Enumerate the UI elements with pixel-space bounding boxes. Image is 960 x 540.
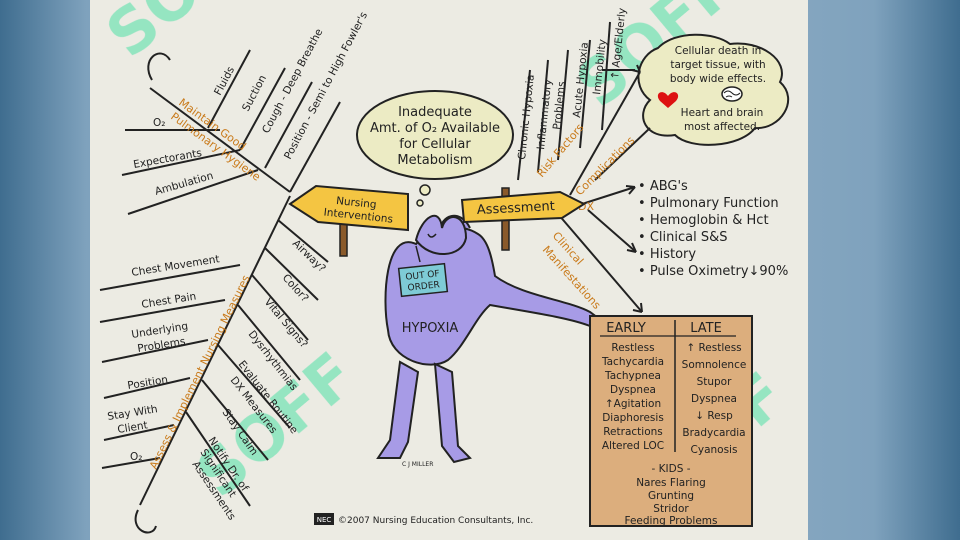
risk-chronic-hypoxia: Chronic Hypoxia — [516, 74, 537, 160]
early-item: Altered LOC — [602, 440, 664, 452]
sign-right-label: Assessment — [476, 199, 555, 218]
bubble-line-4: Metabolism — [397, 153, 472, 168]
kids-item: Stridor — [653, 503, 689, 515]
dx-item-history: • History — [638, 247, 696, 262]
late-item: Bradycardia — [682, 427, 745, 439]
early-item: Tachycardia — [601, 356, 664, 368]
rib-o2-upper: O₂ — [153, 117, 165, 129]
risk-factor-lines — [517, 21, 651, 196]
dx-item-hemoglobin: • Hemoglobin & Hct — [638, 213, 769, 228]
artist-signature: C J MILLER — [402, 461, 433, 468]
cloud-line-1: Cellular death in — [675, 45, 762, 57]
kids-item: Grunting — [648, 490, 694, 502]
risk-inflammatory: Inflammatory — [535, 79, 554, 151]
bubble-line-1: Inadequate — [398, 105, 472, 120]
hypoxia-figure: OUT OF ORDER HYPOXIA C J MILLER — [376, 214, 600, 468]
footer: NEC ©2007 Nursing Education Consultants,… — [314, 513, 533, 526]
left-lower-lines — [99, 195, 329, 534]
bubble-line-3: for Cellular — [399, 137, 471, 152]
heart-icon — [657, 92, 679, 108]
late-header: LATE — [690, 321, 722, 336]
badge-line-2: ORDER — [407, 280, 440, 293]
dx-item-clinical-ss: • Clinical S&S — [638, 230, 727, 245]
nec-logo — [314, 513, 334, 525]
rib-client: Client — [117, 419, 149, 436]
rib-ambulation: Ambulation — [154, 170, 215, 198]
rib-chest-pain: Chest Pain — [141, 290, 197, 310]
dx-lines — [557, 185, 643, 313]
nursing-interventions-sign: Nursing Interventions — [288, 184, 409, 232]
rib-expectorants: Expectorants — [132, 147, 202, 171]
kids-item: Nares Flaring — [636, 477, 706, 489]
early-item: Tachypnea — [604, 370, 661, 382]
hypoxia-label: HYPOXIA — [402, 321, 459, 336]
early-item: ↑Agitation — [605, 398, 661, 410]
left-upper-lines — [121, 49, 341, 215]
late-item: Stupor — [697, 376, 733, 388]
dx-item-pulmonary: • Pulmonary Function — [638, 196, 779, 211]
spoke-suction: Suction — [240, 73, 269, 113]
clinical-manifestations-box: EARLY LATE Restless Tachycardia Tachypne… — [589, 315, 753, 527]
late-item: ↑ Restless — [686, 342, 741, 354]
early-item: Diaphoresis — [602, 412, 664, 424]
cloud: Cellular death in target tissue, with bo… — [637, 33, 790, 146]
risk-immobility: Immobility — [591, 39, 609, 96]
cloud-line-2: target tissue, with — [670, 59, 765, 71]
copyright-text: ©2007 Nursing Education Consultants, Inc… — [338, 516, 533, 526]
out-of-order-badge — [397, 262, 449, 298]
late-item: Cyanosis — [691, 444, 738, 456]
early-item: Retractions — [603, 426, 663, 438]
early-item: Restless — [611, 342, 654, 354]
slide: SOFF SOFF SOFF SOFF Fluids Suction Cough… — [90, 0, 808, 540]
nec-logo-text: NEC — [317, 516, 332, 524]
sign-left-line-1: Nursing — [336, 195, 378, 211]
late-item: ↓ Resp — [695, 410, 733, 422]
early-item: Dyspnea — [610, 384, 656, 396]
hypoxia-diagram: SOFF SOFF SOFF SOFF Fluids Suction Cough… — [93, 0, 799, 534]
brain-icon — [721, 86, 743, 102]
rib-position: Position — [127, 374, 169, 392]
kids-item: Feeding Problems — [624, 515, 717, 527]
rib-stay-with: Stay With — [107, 403, 159, 423]
risk-problems: Problems — [551, 81, 568, 130]
assessment-sign: Assessment — [460, 190, 587, 224]
bubble-line-2: Amt. of O₂ Available — [370, 121, 500, 136]
early-header: EARLY — [606, 321, 646, 336]
speech-bubble: Inadequate Amt. of O₂ Available for Cell… — [356, 90, 514, 207]
late-item: Dyspnea — [691, 393, 737, 405]
late-item: Somnolence — [682, 359, 747, 371]
badge-line-1: OUT OF — [405, 269, 440, 283]
cloud-line-5: most affected. — [684, 121, 760, 133]
rib-o2-lower: O₂ — [130, 451, 142, 463]
cloud-line-3: body wide effects. — [670, 73, 766, 85]
watermark-1: SOFF — [93, 0, 279, 71]
dx-item-abgs: • ABG's — [638, 179, 688, 194]
cloud-line-4: Heart and brain — [681, 107, 764, 119]
dx-item-pulse-ox: • Pulse Oximetry↓90% — [638, 264, 788, 279]
rib-chest-movement: Chest Movement — [131, 253, 221, 279]
kids-header: - KIDS - — [652, 463, 691, 475]
